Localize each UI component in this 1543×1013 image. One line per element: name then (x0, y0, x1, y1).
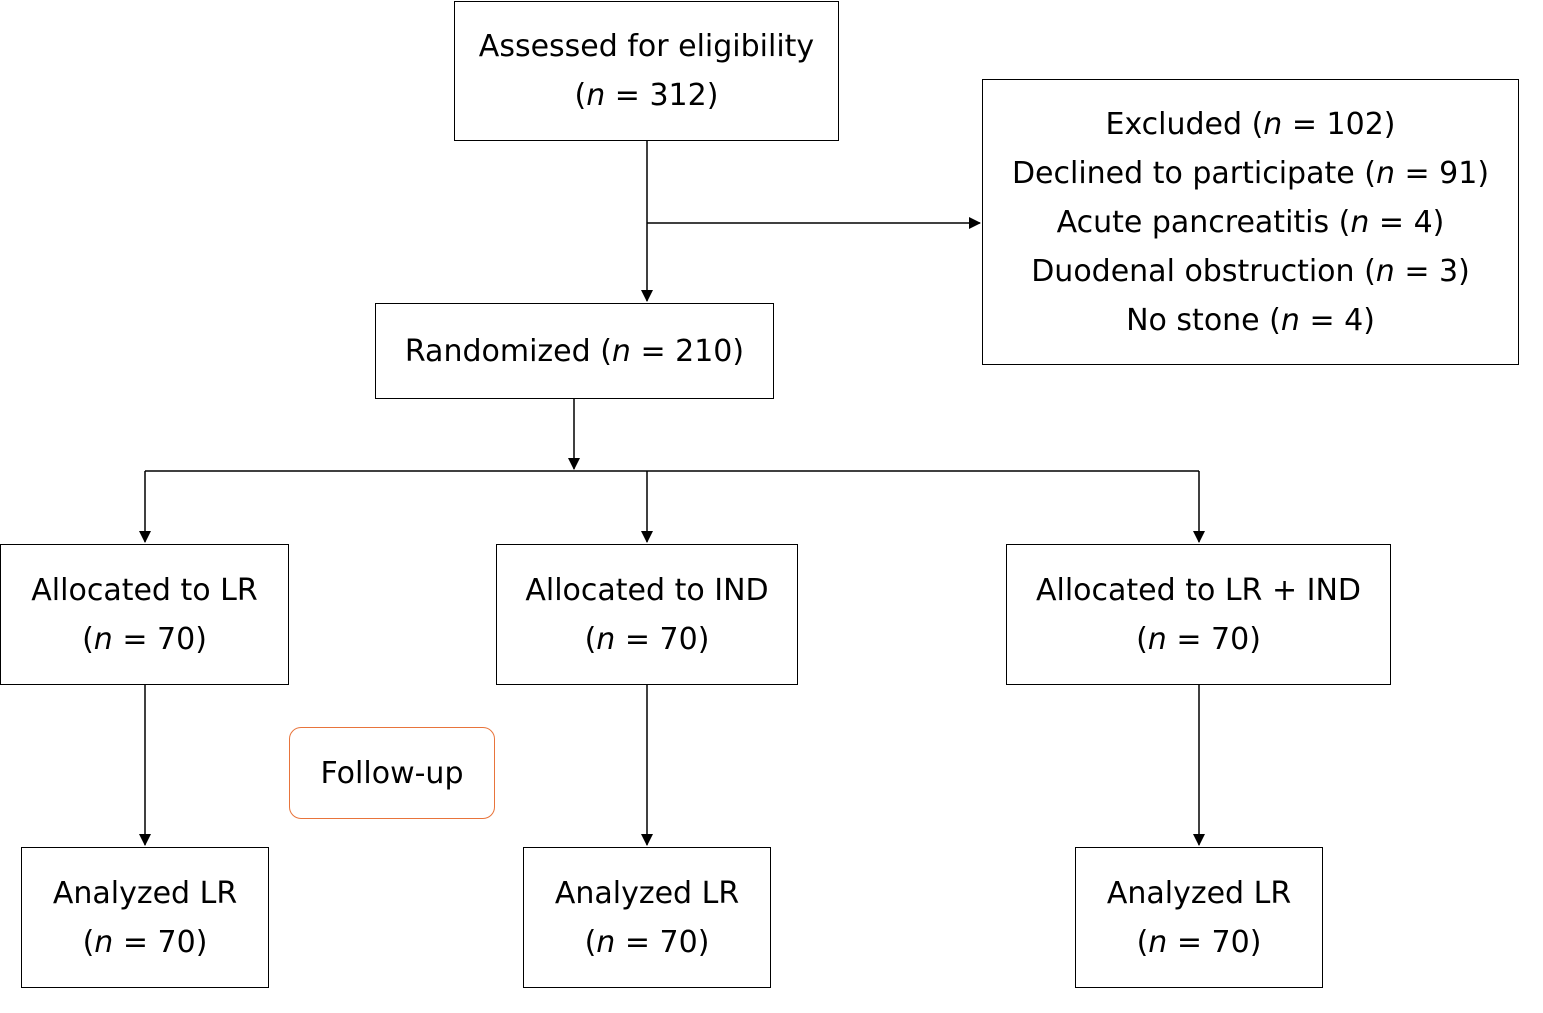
analyzed-lr-ind-box: Analyzed LR (n = 70) (1075, 847, 1323, 988)
randomized-box: Randomized (n = 210) (375, 303, 774, 399)
allocated-lr-count: (n = 70) (82, 621, 207, 657)
analyzed-lr-box: Analyzed LR (n = 70) (21, 847, 269, 988)
analyzed-ind-count: (n = 70) (584, 924, 710, 960)
excluded-declined: Declined to participate (n = 91) (1011, 155, 1490, 191)
analyzed-lr-count: (n = 70) (82, 924, 208, 960)
excluded-total: Excluded (n = 102) (1105, 106, 1396, 142)
allocated-lr-title: Allocated to LR (31, 572, 258, 608)
analyzed-lr-ind-count: (n = 70) (1136, 924, 1262, 960)
follow-up-box: Follow-up (289, 727, 495, 819)
follow-up-label: Follow-up (320, 755, 464, 791)
excluded-duodenal: Duodenal obstruction (n = 3) (1031, 253, 1470, 289)
assessed-title: Assessed for eligibility (478, 29, 815, 64)
allocated-ind-title: Allocated to IND (525, 572, 769, 608)
excluded-box: Excluded (n = 102) Declined to participa… (982, 79, 1519, 365)
allocated-lr-box: Allocated to LR (n = 70) (0, 544, 289, 685)
analyzed-lr-title: Analyzed LR (52, 875, 238, 911)
analyzed-ind-title: Analyzed LR (554, 875, 740, 911)
randomized-label: Randomized (n = 210) (404, 333, 745, 369)
allocated-ind-box: Allocated to IND (n = 70) (496, 544, 798, 685)
excluded-no-stone: No stone (n = 4) (1126, 302, 1375, 338)
allocated-lr-ind-title: Allocated to LR + IND (1035, 572, 1362, 608)
assessed-box: Assessed for eligibility (n = 312) (454, 1, 839, 141)
analyzed-ind-box: Analyzed LR (n = 70) (523, 847, 771, 988)
allocated-lr-ind-box: Allocated to LR + IND (n = 70) (1006, 544, 1391, 685)
allocated-ind-count: (n = 70) (584, 621, 710, 657)
analyzed-lr-ind-title: Analyzed LR (1106, 875, 1292, 911)
assessed-count: (n = 312) (574, 78, 719, 113)
allocated-lr-ind-count: (n = 70) (1136, 621, 1261, 657)
excluded-pancreatitis: Acute pancreatitis (n = 4) (1056, 204, 1445, 240)
